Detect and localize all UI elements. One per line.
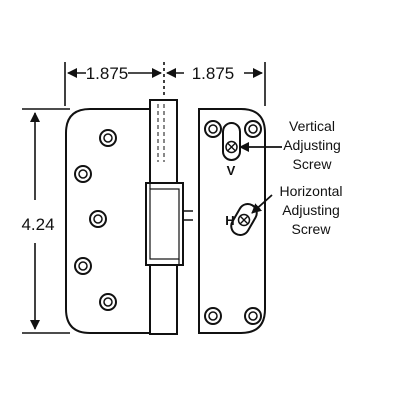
right-leaf-screw-holes bbox=[204, 120, 262, 325]
screw-hole-icon bbox=[244, 120, 262, 138]
screw-hole-icon bbox=[89, 210, 107, 228]
screw-hole-icon bbox=[99, 129, 117, 147]
vertical-screw-callout: Vertical Adjusting Screw bbox=[283, 118, 341, 172]
callout-arrows bbox=[239, 142, 282, 214]
left-width-label: 1.875 bbox=[86, 64, 129, 83]
left-leaf-screw-holes bbox=[74, 129, 117, 311]
callout-line: Adjusting bbox=[282, 202, 340, 218]
height-label: 4.24 bbox=[21, 215, 54, 234]
screw-hole-icon bbox=[99, 293, 117, 311]
callout-line: Adjusting bbox=[283, 137, 341, 153]
callout-line: Vertical bbox=[289, 118, 335, 134]
height-dimension bbox=[22, 108, 70, 334]
callout-line: Screw bbox=[293, 156, 333, 172]
vertical-marker: V bbox=[227, 163, 236, 178]
adjusting-screw-icon bbox=[225, 140, 238, 154]
callout-line: Screw bbox=[292, 221, 332, 237]
horizontal-marker: H bbox=[225, 213, 234, 228]
adjusting-screw-icon bbox=[237, 213, 251, 227]
top-dimension bbox=[64, 62, 266, 106]
screw-hole-icon bbox=[74, 257, 92, 275]
callout-line: Horizontal bbox=[279, 183, 342, 199]
horizontal-screw-callout: Horizontal Adjusting Screw bbox=[279, 183, 342, 237]
vertical-adjusting-screw bbox=[222, 122, 241, 161]
horizontal-adjusting-screw bbox=[230, 203, 258, 236]
left-hinge-leaf bbox=[65, 108, 153, 334]
hinge-knuckle bbox=[145, 99, 193, 335]
screw-hole-icon bbox=[74, 165, 92, 183]
screw-hole-icon bbox=[244, 307, 262, 325]
right-width-label: 1.875 bbox=[192, 64, 235, 83]
screw-hole-icon bbox=[204, 307, 222, 325]
screw-hole-icon bbox=[204, 120, 222, 138]
